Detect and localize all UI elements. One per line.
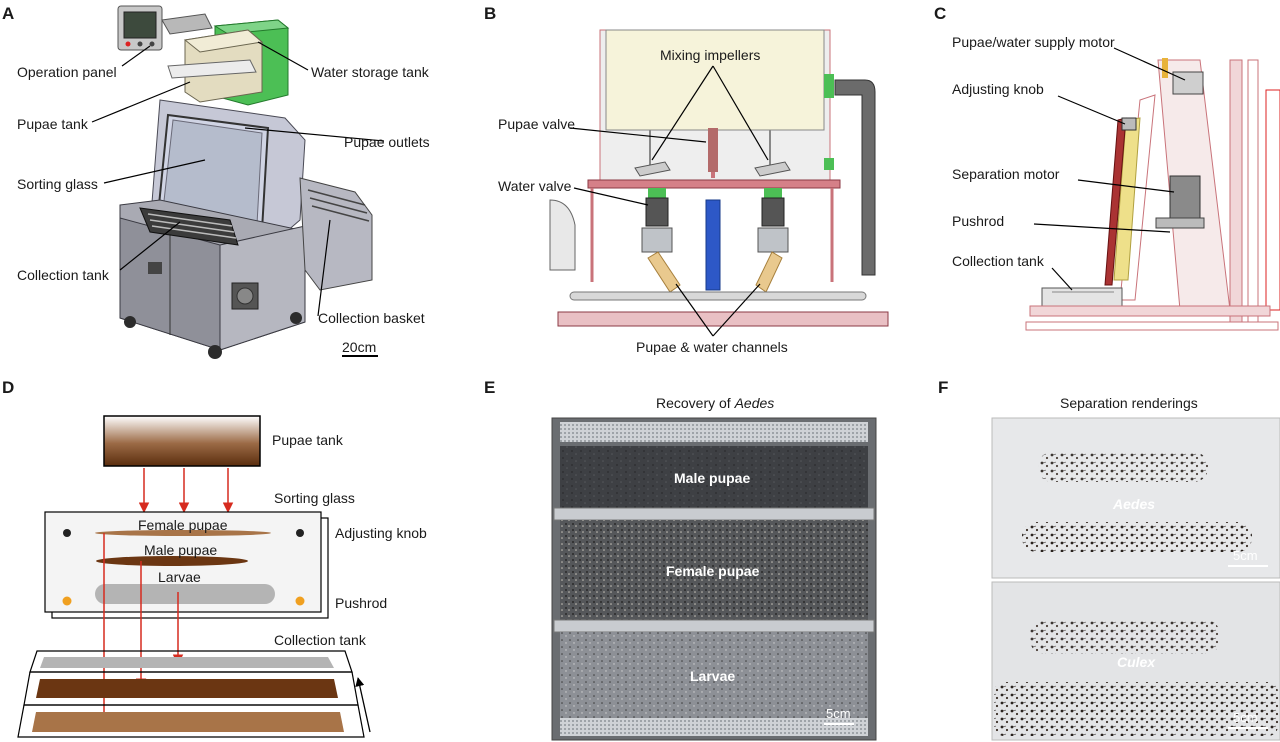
label-f-aedes-text: Aedes [1113,496,1156,512]
panel-e-title-prefix: Recovery of [656,395,735,411]
label-d-pushrod: Pushrod [335,595,388,611]
label-water-storage-tank: Water storage tank [311,64,429,80]
label-d-collection-tank: Collection tank [274,632,366,648]
label-adjusting-knob: Adjusting knob [952,81,1044,97]
label-water-valve: Water valve [498,178,572,194]
label-operation-panel: Operation panel [17,64,117,80]
label-channels: Pupae & water channels [636,339,788,355]
label-f-scale-bottom: 5cm [1233,710,1258,725]
panel-d: D [0,372,450,742]
panel-e-title-italic: Aedes [734,395,775,411]
panel-d-schematic [17,415,371,738]
label-separation-motor: Separation motor [952,166,1060,182]
panel-a: A [0,0,450,370]
label-e-larvae: Larvae [690,668,736,684]
label-d-sorting-glass: Sorting glass [274,490,355,506]
label-sorting-glass: Sorting glass [17,176,98,192]
label-pushrod: Pushrod [952,213,1005,229]
label-pupae-outlets: Pupae outlets [344,134,430,150]
panel-c-letter: C [934,4,947,23]
panel-e-title: Recovery of Aedes [656,395,774,411]
label-pupae-tank: Pupae tank [17,116,88,132]
panel-b-valve-drawing [549,29,889,337]
label-pupae-valve: Pupae valve [498,116,576,132]
label-f-scale-top: 5cm [1233,548,1258,563]
label-d-larvae: Larvae [158,569,201,585]
label-collection-basket: Collection basket [318,310,425,326]
panel-c: C Pupae/water supply motor [930,0,1280,370]
panel-e-photo [551,417,877,741]
label-e-female-pupae: Female pupae [666,563,760,579]
label-mixing-impellers: Mixing impellers [660,47,761,63]
label-collection-tank: Collection tank [17,267,109,283]
label-d-pupae-tank: Pupae tank [272,432,343,448]
label-d-adjusting-knob: Adjusting knob [335,525,427,541]
panel-f-photos [991,417,1280,741]
label-f-culex-text: Culex [1117,654,1156,670]
panel-e-letter: E [484,378,496,397]
panel-b: B [480,0,900,370]
label-e-male-pupae: Male pupae [674,470,751,486]
panel-b-letter: B [484,4,497,23]
panel-f: F Separation renderings Aedes Culex 5cm … [930,372,1280,742]
panel-f-letter: F [938,378,949,397]
label-d-female-pupae: Female pupae [138,517,228,533]
panel-a-letter: A [2,4,15,23]
panel-f-title: Separation renderings [1060,395,1198,411]
label-supply-motor: Pupae/water supply motor [952,34,1115,50]
label-e-scale: 5cm [826,706,851,721]
scale-bar-label: 20cm [342,339,377,355]
panel-c-side-drawing [1025,47,1280,331]
panel-a-machine-drawing [91,5,385,359]
panel-e: E Recovery of Aedes Male pupae Fe [480,372,910,742]
label-f-culex: Culex [1117,654,1155,670]
label-d-male-pupae: Male pupae [144,542,218,558]
panel-d-letter: D [2,378,15,397]
label-f-aedes: Aedes [1113,496,1155,512]
label-collection-tank-c: Collection tank [952,253,1044,269]
